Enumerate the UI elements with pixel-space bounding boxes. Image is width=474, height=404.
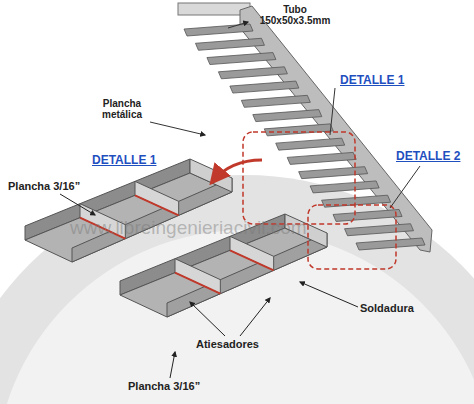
tread — [218, 67, 287, 79]
leader-line — [390, 166, 420, 208]
part-label: Plancha 3/16” — [128, 380, 218, 392]
tread — [276, 138, 345, 150]
stiffener — [175, 259, 220, 294]
leader-line — [240, 298, 270, 336]
channel-plate — [120, 228, 327, 317]
tread — [345, 224, 414, 236]
tread — [299, 167, 368, 179]
tread — [230, 81, 299, 93]
leader-line — [228, 22, 248, 28]
tread — [195, 38, 264, 50]
treads — [184, 24, 425, 250]
tread — [207, 53, 276, 65]
leader-line — [60, 194, 95, 215]
part-label: Soldadura — [360, 302, 440, 314]
detail-title: DETALLE 1 — [340, 74, 430, 87]
part-label: Plancha 3/16” — [8, 180, 98, 192]
weld-line — [135, 195, 179, 215]
weld-line — [175, 273, 220, 294]
leader-line — [300, 282, 358, 307]
detail-title: DETALLE 2 — [396, 150, 472, 163]
part-label: Plancha metálica — [92, 98, 152, 120]
tread — [310, 181, 379, 193]
tread — [264, 124, 333, 136]
detail-title: DETALLE 1 — [92, 154, 182, 167]
detail-2-box — [308, 205, 396, 269]
tread — [184, 24, 253, 36]
stiffener — [135, 181, 179, 215]
leader-line — [150, 122, 205, 135]
leader-line — [170, 352, 175, 378]
upper-slab — [178, 3, 250, 15]
weld-line — [230, 250, 274, 270]
steel-tube-beam — [240, 6, 432, 252]
leader-line — [190, 302, 225, 336]
tread — [322, 195, 391, 207]
leader-line — [330, 88, 335, 135]
part-label: Atiesadores — [196, 338, 286, 350]
tread — [287, 152, 356, 164]
tread — [333, 209, 402, 221]
part-label: Tubo 150x50x3.5mm — [250, 4, 340, 26]
detail-1-box — [243, 132, 355, 224]
channel-wall — [167, 233, 327, 317]
channel-end — [190, 159, 232, 192]
tread — [253, 110, 322, 122]
watermark: www.libreingenieriacivil.com — [70, 218, 400, 239]
tread — [356, 238, 425, 250]
detail-arrow — [212, 160, 262, 182]
stiffener — [230, 236, 274, 270]
tread — [241, 95, 310, 107]
